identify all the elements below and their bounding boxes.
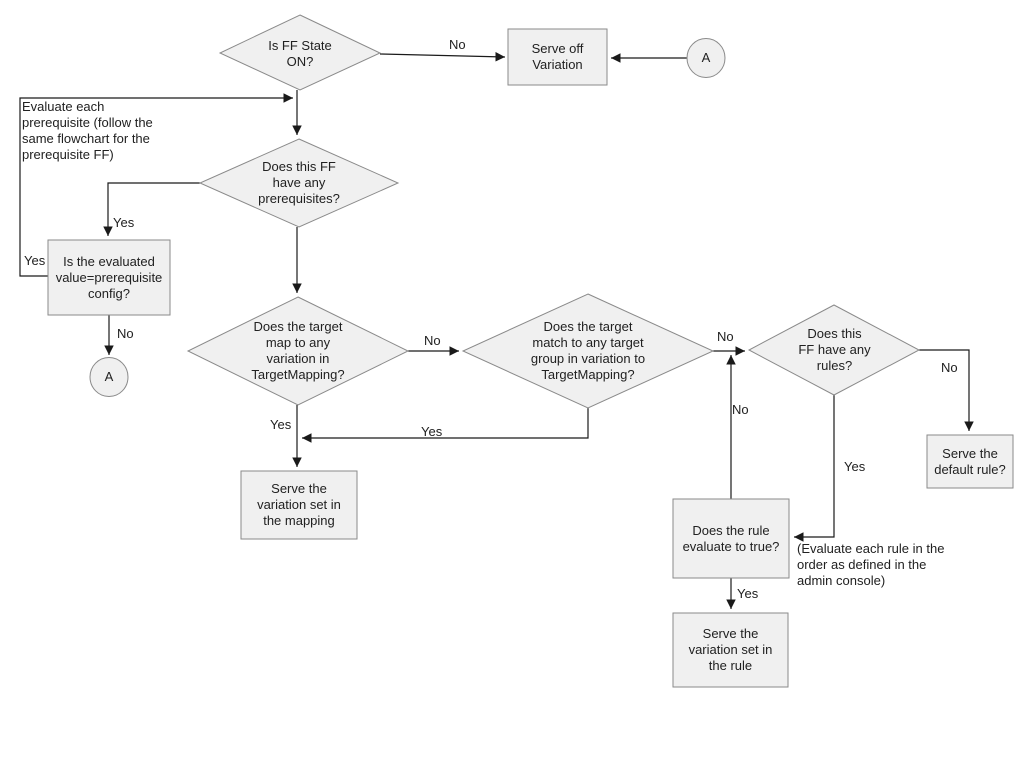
edge-label-ruleeval-yes: Yes bbox=[737, 586, 759, 601]
edge-label-prereqconfig-yes: Yes bbox=[24, 253, 46, 268]
edge-label-targetmap-yes: Yes bbox=[270, 417, 292, 432]
edge-targetgroup-yes bbox=[302, 408, 589, 443]
edge-label-targetgroup-no: No bbox=[717, 329, 734, 344]
edge-prereqs-yes bbox=[103, 182, 200, 236]
edge-label-hasrules-yes: Yes bbox=[844, 459, 866, 474]
prereq-config-box bbox=[47, 239, 171, 316]
prereq-config-label: Is the evaluated value=prerequisite conf… bbox=[55, 253, 163, 301]
edge-prereqconfig-yes-loop bbox=[19, 93, 293, 277]
serve-default-box bbox=[926, 434, 1014, 489]
serve-rule-label: Serve the variation set in the rule bbox=[688, 626, 773, 673]
a-connector-circle-left bbox=[89, 357, 129, 397]
edge-hasrules-yes bbox=[794, 395, 835, 542]
has-rules-label: Does this FF have any rules? bbox=[798, 326, 871, 373]
edge-hasrules-no bbox=[919, 349, 974, 431]
rule-evaluates-label: Does the rule evaluate to true? bbox=[682, 522, 780, 554]
serve-mapping-label: Serve the variation set in the mapping bbox=[257, 481, 341, 528]
edge-ffstate-no bbox=[379, 51, 506, 62]
target-group-label: Does the target match to any target grou… bbox=[530, 319, 646, 382]
ff-state-diamond bbox=[218, 14, 382, 91]
a-connector-circle-top bbox=[686, 38, 726, 78]
ff-state-label: Is FF State ON? bbox=[268, 38, 332, 69]
a-connector-left-label: A bbox=[104, 369, 114, 384]
edge-label-ruleeval-no: No bbox=[732, 402, 749, 417]
edge-label-targetmap-no: No bbox=[424, 333, 441, 348]
a-connector-top-label: A bbox=[701, 50, 711, 65]
serve-default-label: Serve the default rule? bbox=[934, 445, 1006, 477]
target-group-diamond bbox=[461, 293, 715, 409]
serve-off-variation-box bbox=[507, 28, 608, 86]
serve-rule-box bbox=[672, 612, 789, 688]
edge-label-prereqs-yes: Yes bbox=[113, 215, 135, 230]
edge-label-targetgroup-yes: Yes bbox=[421, 424, 443, 439]
target-mapping-diamond bbox=[186, 296, 410, 406]
rule-evaluates-box bbox=[672, 498, 790, 579]
rule-order-note: (Evaluate each rule in the order as defi… bbox=[797, 541, 945, 588]
target-mapping-label: Does the target map to any variation in … bbox=[251, 319, 345, 382]
edge-label-hasrules-no: No bbox=[941, 360, 958, 375]
edge-label-ffstate-no: No bbox=[449, 37, 466, 52]
has-prerequisites-label: Does this FF have any prerequisites? bbox=[258, 159, 340, 206]
edge-label-prereqconfig-no: No bbox=[117, 326, 134, 341]
serve-mapping-box bbox=[240, 470, 358, 540]
prerequisite-note: Evaluate each prerequisite (follow the s… bbox=[22, 99, 153, 162]
serve-off-variation-label: Serve off Variation bbox=[531, 41, 584, 72]
has-prerequisites-diamond bbox=[198, 138, 400, 228]
has-rules-diamond bbox=[747, 304, 921, 396]
